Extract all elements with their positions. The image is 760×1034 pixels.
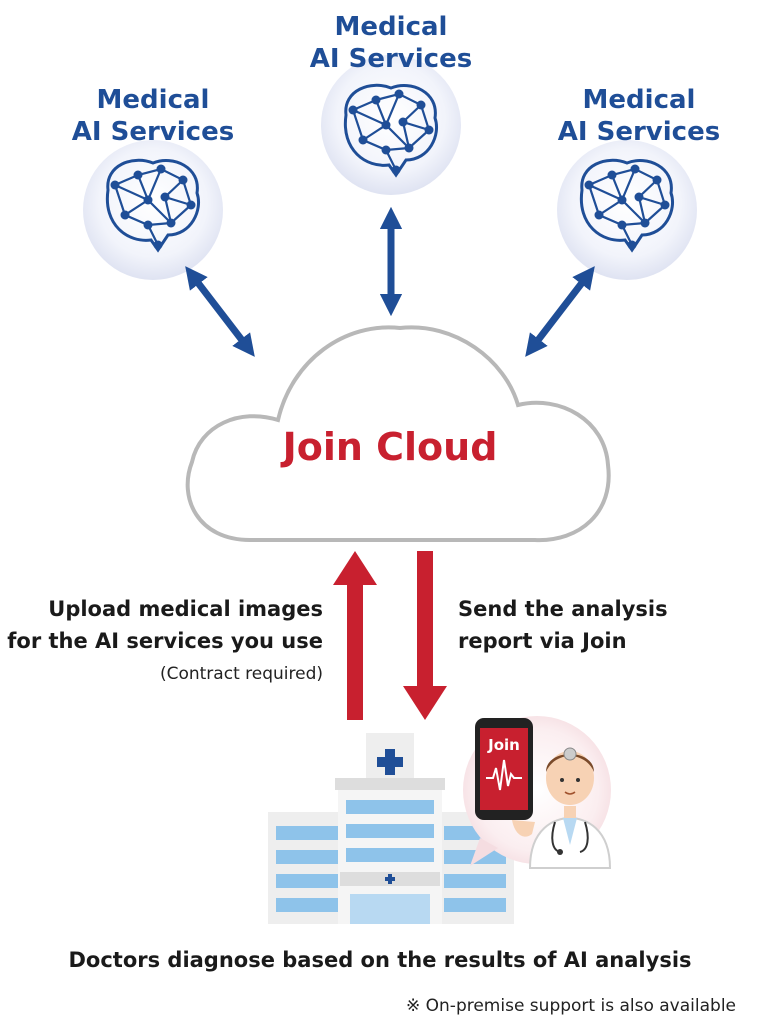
doctor-illustration: [512, 747, 612, 869]
ai-service-center-line1: Medical: [334, 12, 448, 42]
ai-service-right-graphic: [557, 140, 697, 280]
upload-description: Upload medical images for the AI service…: [0, 593, 323, 657]
cloud-shape: [185, 325, 611, 543]
ai-service-center-label: Medical AI Services: [291, 11, 491, 75]
left-two-way-arrow: [185, 266, 255, 357]
report-line1: Send the analysis: [458, 597, 668, 621]
ai-service-right-label: Medical AI Services: [539, 84, 739, 148]
report-description: Send the analysis report via Join: [458, 593, 748, 657]
ai-service-center-line2: AI Services: [309, 44, 473, 74]
upload-line1: Upload medical images: [48, 597, 323, 621]
report-line2: report via Join: [458, 629, 627, 653]
ai-service-left-line2: AI Services: [71, 117, 235, 147]
ai-service-right-line2: AI Services: [557, 117, 721, 147]
ai-service-center-graphic: [321, 55, 461, 195]
upload-arrow: [333, 551, 377, 720]
ai-service-right-line1: Medical: [582, 85, 696, 115]
footer-caption: Doctors diagnose based on the results of…: [68, 948, 692, 972]
ai-service-left-line1: Medical: [96, 85, 210, 115]
upload-line2: for the AI services you use: [7, 629, 323, 653]
cloud-title: Join Cloud: [282, 425, 498, 469]
heartbeat-icon: [486, 759, 522, 791]
phone-join-label: Join: [488, 736, 520, 754]
right-two-way-arrow: [525, 266, 595, 357]
ai-service-left-graphic: [83, 140, 223, 280]
footer-note: ※ On-premise support is also available: [406, 996, 736, 1016]
smartphone-illustration: [475, 718, 533, 820]
report-arrow: [403, 551, 447, 720]
contract-note: (Contract required): [159, 664, 323, 684]
ai-service-left-label: Medical AI Services: [53, 84, 253, 148]
hospital-illustration: [268, 733, 514, 924]
